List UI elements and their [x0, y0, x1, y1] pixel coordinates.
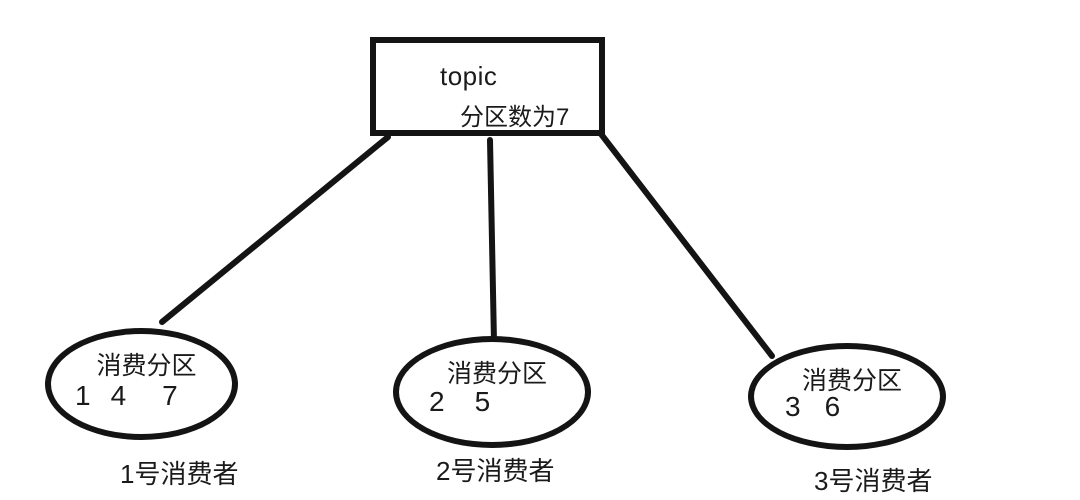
partition-number: 1 [75, 380, 91, 411]
consumer3-ellipse-label: 消费分区 [801, 367, 902, 395]
consumer1-name: 1号消费者 [120, 459, 239, 489]
connector-topic-to-consumer2 [487, 137, 497, 345]
consumer2-ellipse-label: 消费分区 [446, 360, 547, 388]
partition-number: 7 [162, 380, 178, 411]
topic-partition-count: 分区数为7 [460, 104, 570, 131]
partition-number: 6 [824, 391, 841, 422]
partition-number: 2 [429, 386, 445, 417]
consumer3-name: 3号消费者 [814, 466, 933, 496]
connector-topic-to-consumer3 [598, 131, 775, 359]
consumer1-ellipse-label: 消费分区 [96, 352, 197, 380]
consumer1-partition-ellipse: 消费分区 1 4 7 [45, 328, 238, 440]
consumer3-partition-ellipse: 消费分区 3 6 [748, 343, 946, 450]
consumer2-partition-ellipse: 消费分区 2 5 [393, 336, 591, 448]
consumer3-partition-numbers: 3 6 [754, 393, 840, 421]
consumer2-name: 2号消费者 [436, 456, 555, 486]
partition-number: 3 [785, 391, 801, 422]
topic-title: topic [440, 61, 498, 91]
partition-number: 5 [474, 386, 491, 417]
connector-topic-to-consumer1 [159, 134, 391, 325]
consumer1-partition-numbers: 1 4 7 [51, 382, 178, 410]
consumer2-partition-numbers: 2 5 [399, 388, 490, 416]
topic-box: topic 分区数为7 [370, 37, 605, 136]
partition-number: 4 [110, 380, 127, 411]
